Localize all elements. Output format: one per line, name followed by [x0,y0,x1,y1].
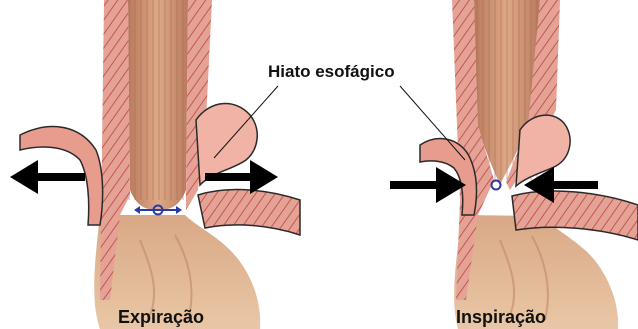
inspiration-label: Inspiração [456,307,546,328]
expiration-label: Expiração [118,307,204,328]
arrow-left-inward [390,167,466,203]
inspiration-illustration [390,0,638,329]
hiatus-label: Hiato esofágico [268,62,395,82]
esophagus-folds-left [128,0,188,200]
expiration-illustration [10,0,300,329]
hiatus-ring-right [492,181,501,190]
diaphragm-left-c [198,190,300,235]
arrow-left-outward [10,160,85,194]
